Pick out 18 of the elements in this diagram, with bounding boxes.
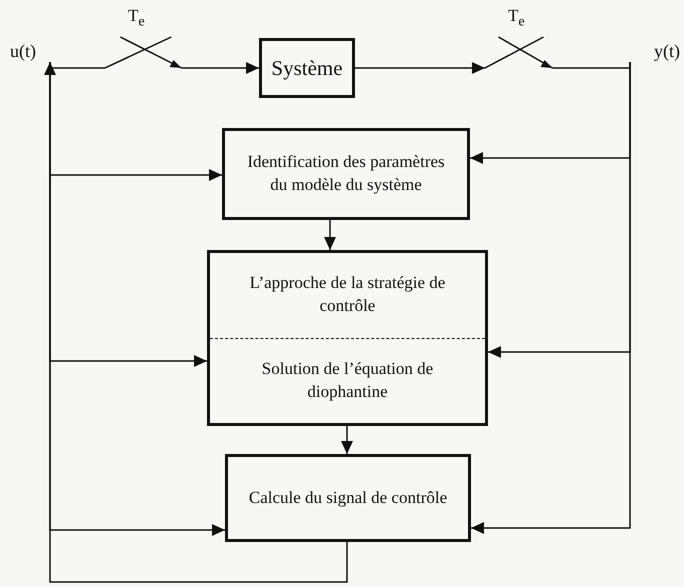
process-box: Calcule du signal de contrôle	[225, 454, 471, 542]
sampler-switch	[105, 36, 190, 72]
sampling-period-label: T$_{e}$	[128, 6, 145, 30]
signal-label: u(t)	[10, 40, 56, 62]
process-box: Identification des paramètres du modèle du système	[222, 128, 470, 220]
arrow	[355, 62, 485, 74]
sampling-period-label: T$_{e}$	[508, 6, 525, 30]
block-text: L’approche de la stratégie de contrôle	[248, 272, 446, 318]
signal-label: y(t)	[622, 40, 680, 62]
process-box: Système	[259, 38, 355, 98]
arrow	[471, 62, 631, 534]
arrow	[44, 62, 348, 583]
sampler-switch	[485, 36, 560, 72]
arrow	[341, 426, 353, 454]
block-text: Solution de l’équation de diophantine	[260, 358, 434, 403]
process-block	[207, 250, 488, 426]
arrow	[324, 220, 336, 250]
arrow	[190, 62, 259, 74]
